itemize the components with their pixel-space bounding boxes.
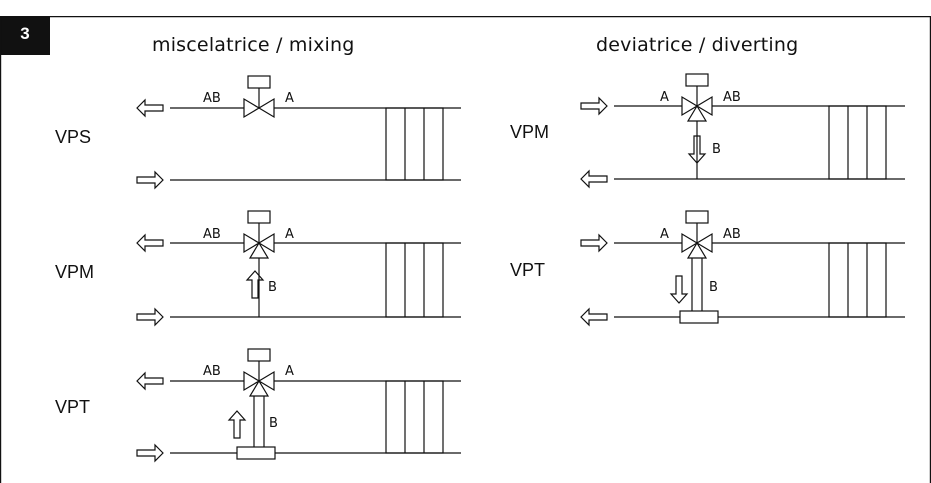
heading-diverting: deviatrice / diverting <box>596 34 799 56</box>
arrow-left-icon <box>136 98 164 118</box>
label-mixing-vps: VPS <box>55 127 92 147</box>
valve-3way-icon <box>681 210 713 259</box>
port-b-label: B <box>712 142 721 157</box>
arrow-down-icon <box>669 275 689 304</box>
diagram-mixing-vpt: AB A B <box>136 348 461 463</box>
valve-3way-icon <box>243 210 275 317</box>
valve-3way-icon <box>681 73 713 179</box>
label-diverting-vpt: VPT <box>510 260 546 280</box>
coil-heat-exchanger <box>385 242 444 318</box>
port-ab-label: AB <box>723 227 741 242</box>
port-a-label: A <box>285 91 294 106</box>
arrow-right-icon <box>136 443 164 463</box>
diagram-diverting-vpm: A AB B <box>580 73 905 189</box>
arrow-up-icon <box>245 270 265 299</box>
port-a-label: A <box>660 227 669 242</box>
diagram-mixing-vps: AB A <box>136 75 461 190</box>
bypass-pipe <box>679 258 719 324</box>
figure-number-badge: 3 <box>0 16 50 55</box>
arrow-up-icon <box>227 410 247 439</box>
frame-border <box>0 16 931 483</box>
label-diverting-vpm: VPM <box>510 122 550 142</box>
port-ab-label: AB <box>723 90 741 105</box>
port-a-label: A <box>660 90 669 105</box>
arrow-right-icon <box>136 170 164 190</box>
coil-heat-exchanger <box>385 107 444 181</box>
arrow-right-icon <box>136 307 164 327</box>
arrow-left-icon <box>580 307 608 327</box>
label-mixing-vpt: VPT <box>55 397 91 417</box>
valve-2way-icon <box>243 75 275 119</box>
port-b-label: B <box>269 416 278 431</box>
port-ab-label: AB <box>203 91 221 106</box>
arrow-left-icon <box>136 371 164 391</box>
coil-heat-exchanger <box>828 242 887 318</box>
arrow-left-icon <box>580 169 608 189</box>
port-b-label: B <box>709 280 718 295</box>
arrow-down-icon <box>687 135 707 164</box>
diagram-mixing-vpm: AB A B <box>136 210 461 327</box>
diagram-diverting-vpt: A AB B <box>580 210 905 327</box>
arrow-right-icon <box>580 233 608 253</box>
port-b-label: B <box>268 280 277 295</box>
heading-mixing: miscelatrice / mixing <box>152 34 355 56</box>
label-mixing-vpm: VPM <box>55 262 95 282</box>
valve-3way-icon <box>243 348 275 397</box>
port-ab-label: AB <box>203 227 221 242</box>
coil-heat-exchanger <box>385 380 444 454</box>
arrow-left-icon <box>136 233 164 253</box>
port-a-label: A <box>285 227 294 242</box>
arrow-right-icon <box>580 96 608 116</box>
port-a-label: A <box>285 364 294 379</box>
port-ab-label: AB <box>203 364 221 379</box>
coil-heat-exchanger <box>828 105 887 180</box>
bypass-pipe <box>236 396 276 460</box>
